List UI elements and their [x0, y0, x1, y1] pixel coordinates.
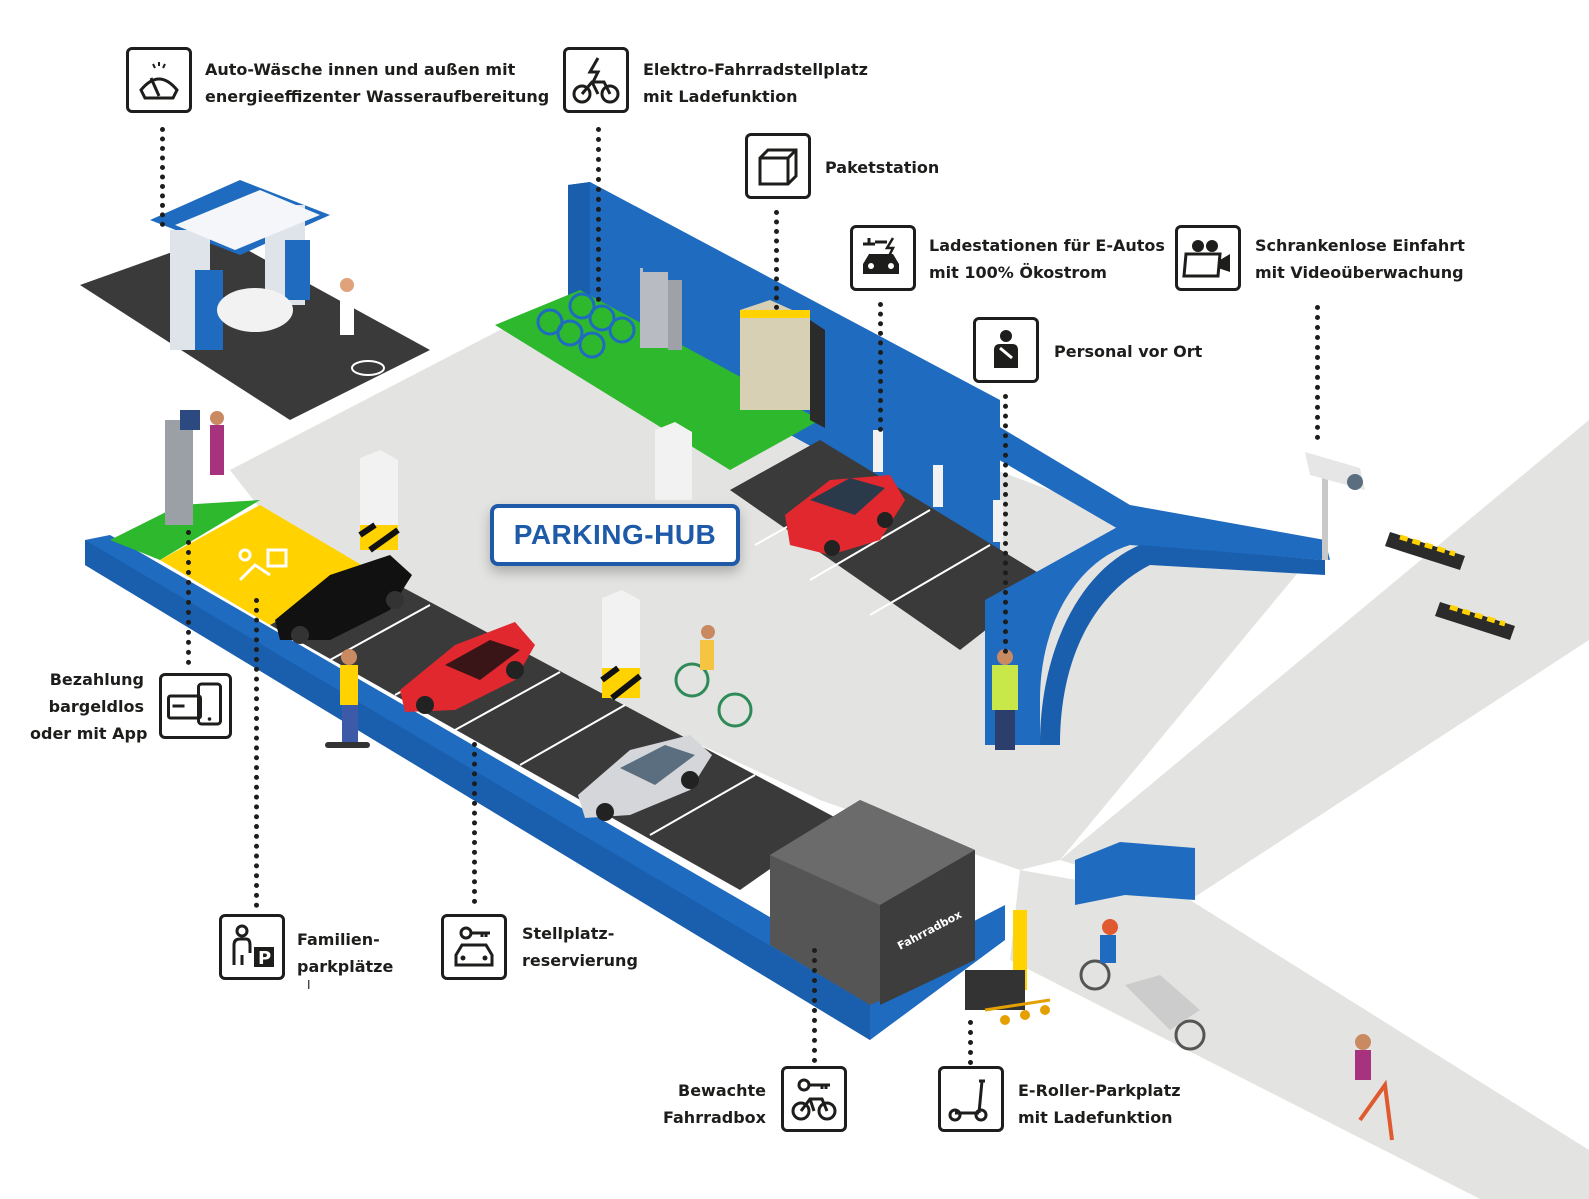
- svg-text:P: P: [258, 948, 271, 969]
- speed-bump-icon: [1385, 532, 1465, 570]
- leader-line: [812, 948, 817, 1063]
- sidewalk-lane: [1010, 870, 1589, 1199]
- bike-charging-terminal: [640, 262, 682, 350]
- bike-area-grass: [495, 290, 820, 470]
- leader-line: [254, 598, 259, 908]
- leader-line: [968, 1020, 973, 1065]
- parcel-box-icon: [745, 133, 811, 199]
- electric-bicycle-icon: [563, 47, 629, 113]
- feature-label-reservation: Stellplatz-reservierung: [522, 924, 638, 970]
- ev-charger: [873, 430, 1003, 542]
- leader-line: [472, 742, 477, 904]
- hub-title: PARKING-HUB: [490, 504, 740, 566]
- leader-line: [1003, 394, 1008, 654]
- silver-car: [578, 735, 712, 821]
- front-wall: [85, 535, 1005, 1040]
- leader-line: [774, 210, 779, 310]
- entrance-wall: [985, 520, 1325, 745]
- ev-charging-car-icon: [850, 225, 916, 291]
- family-parking-icon: P: [219, 914, 285, 980]
- payment-area-grass: [110, 500, 260, 560]
- car-wash-machine: [150, 180, 385, 376]
- pillar: [600, 590, 642, 701]
- parcel-locker: [740, 300, 825, 428]
- ev-parking-bays: [730, 440, 1050, 650]
- cargo-bike-rider: [1079, 919, 1206, 1051]
- scooter-rider: [1355, 1034, 1394, 1141]
- security-camera: [1305, 452, 1365, 560]
- leader-line: [186, 530, 191, 665]
- exit-wall: [1075, 842, 1195, 905]
- main-parking-bays: [270, 570, 840, 890]
- bicycle-rack: [536, 292, 636, 359]
- video-camera-icon: [1175, 225, 1241, 291]
- key-bicycle-icon: [781, 1066, 847, 1132]
- staff-person: [992, 649, 1018, 750]
- leader-line: [1315, 305, 1320, 440]
- street: [1060, 420, 1589, 900]
- ticket-machine: [165, 410, 224, 525]
- cyclist: [674, 625, 753, 728]
- leader-line: [878, 302, 883, 432]
- feature-label-family: Familien-parkplätze: [297, 930, 394, 976]
- bike-box: [770, 800, 975, 1005]
- red-sedan: [400, 622, 535, 714]
- pillar: [655, 422, 692, 500]
- key-car-icon: [441, 914, 507, 980]
- stray-mark: I: [307, 978, 311, 992]
- feature-label-parcel: Paketstation: [825, 158, 940, 177]
- family-spot-marking: [238, 548, 288, 582]
- feature-label-staff: Personal vor Ort: [1054, 342, 1203, 361]
- windshield-wiper-icon: [126, 47, 192, 113]
- leader-line: [596, 127, 601, 302]
- e-scooter-station: [965, 910, 1051, 1025]
- red-car: [785, 475, 905, 556]
- staff-person-icon: [973, 317, 1039, 383]
- speed-bump-icon: [1435, 602, 1515, 640]
- pillar: [358, 450, 400, 553]
- black-car: [275, 555, 412, 644]
- e-scooter-icon: [938, 1066, 1004, 1132]
- card-and-phone-icon: [159, 673, 232, 739]
- leader-line: [160, 127, 165, 227]
- skateboarder: [325, 649, 370, 748]
